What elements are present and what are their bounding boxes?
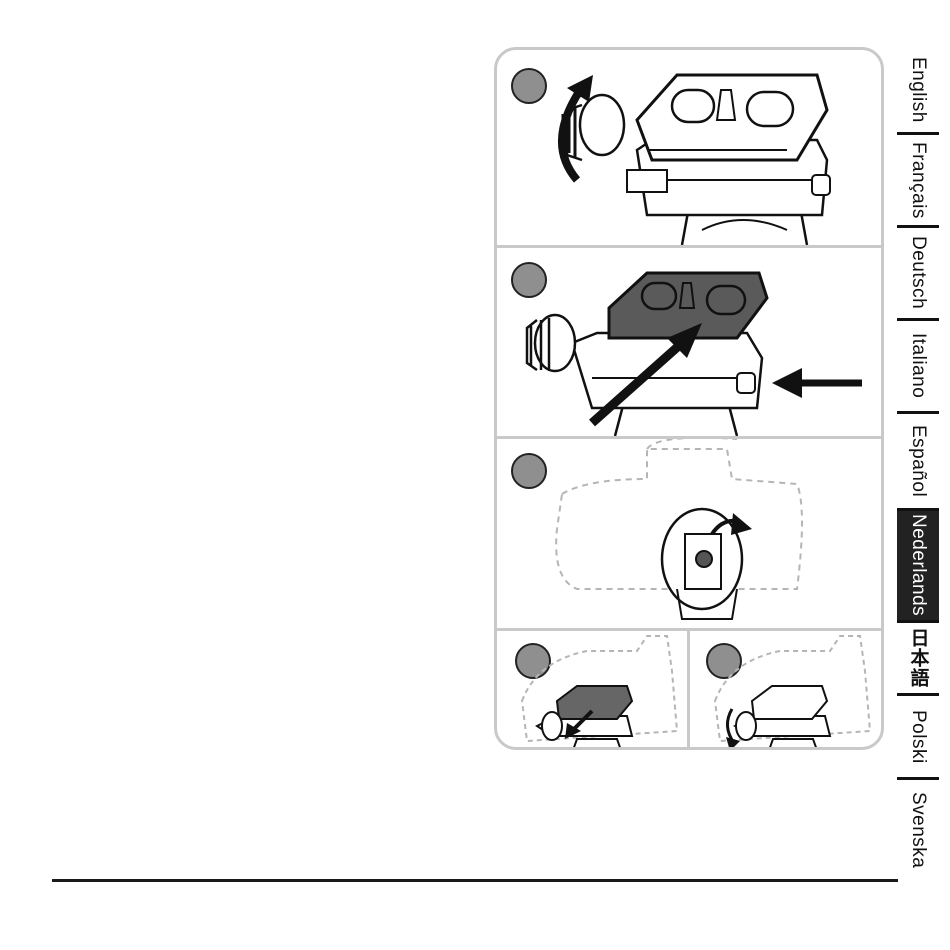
tab-francais[interactable]: Français — [897, 135, 939, 228]
language-tabs: English Français Deutsch Italiano Españo… — [897, 47, 939, 880]
tab-polski[interactable]: Polski — [897, 696, 939, 780]
tab-espanol-label: Español — [907, 425, 929, 497]
tab-english-label: English — [907, 57, 929, 123]
step-4-panel — [497, 631, 687, 750]
tab-nederlands[interactable]: Nederlands — [897, 511, 939, 623]
step-2-panel — [497, 248, 881, 436]
step-2-insert-plate-illustration — [497, 248, 881, 436]
tab-deutsch[interactable]: Deutsch — [897, 228, 939, 321]
tab-nederlands-label: Nederlands — [907, 514, 929, 616]
bottom-rule — [52, 879, 898, 882]
step-4-remove-plate-illustration — [497, 631, 687, 750]
tab-polski-label: Polski — [907, 710, 929, 764]
tab-francais-label: Français — [907, 142, 929, 219]
step-1-loosen-knob-illustration — [497, 50, 881, 245]
tab-english[interactable]: English — [897, 47, 939, 135]
step-5-tighten-knob-illustration — [690, 631, 881, 750]
instruction-illustration-frame — [494, 47, 884, 750]
tab-japanese-label: 日本語 — [905, 628, 932, 688]
step-3-panel — [497, 439, 881, 628]
tab-deutsch-label: Deutsch — [907, 236, 929, 309]
tab-espanol[interactable]: Español — [897, 414, 939, 511]
step-3-attach-camera-illustration — [497, 439, 881, 628]
tab-japanese[interactable]: 日本語 — [897, 623, 939, 696]
tab-italiano[interactable]: Italiano — [897, 321, 939, 414]
step-5-panel — [690, 631, 881, 750]
tab-italiano-label: Italiano — [907, 333, 929, 398]
tab-svenska[interactable]: Svenska — [897, 780, 939, 880]
step-1-panel — [497, 50, 881, 245]
tab-svenska-label: Svenska — [907, 792, 929, 868]
